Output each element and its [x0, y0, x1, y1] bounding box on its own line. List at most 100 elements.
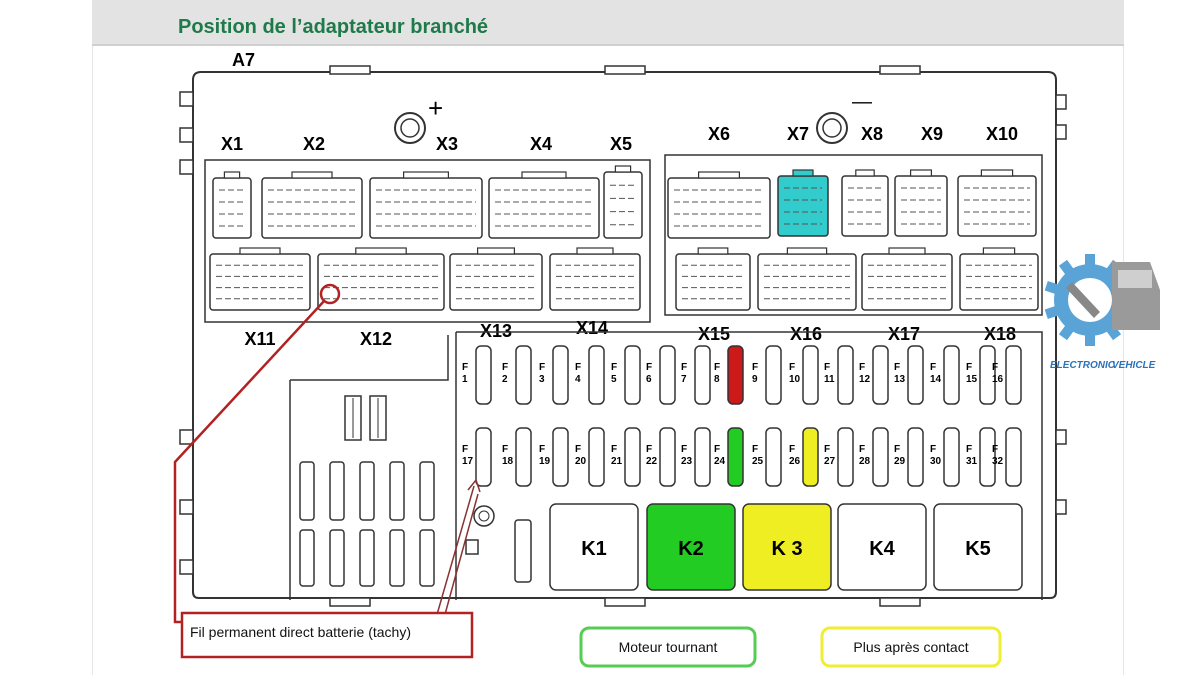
fuse-f28: F28 [859, 427, 889, 487]
fuse-prefix: F [966, 362, 972, 373]
legend-engine-box [579, 626, 757, 668]
fuse-number: 3 [539, 374, 545, 385]
connector-x9-latch [909, 169, 932, 177]
connector-x9 [894, 169, 948, 237]
connector-label-x1: X1 [221, 134, 243, 154]
fuse-number: 7 [681, 374, 687, 385]
side-notch [179, 127, 194, 143]
fuse-number: 4 [575, 374, 581, 385]
fuse-number: 10 [789, 374, 801, 385]
connector-x1-latch [223, 171, 241, 179]
vent-slot-lower [359, 529, 375, 587]
fuse-body [552, 427, 569, 487]
fuse-number: 11 [824, 374, 835, 385]
fuse-prefix: F [681, 444, 687, 455]
fuse-number: 5 [611, 374, 617, 385]
fuse-prefix: F [646, 444, 652, 455]
fuse-body [765, 427, 782, 487]
connector-x13-latch [477, 247, 516, 255]
fuse-body [943, 345, 960, 405]
vent-slot-upper [359, 461, 375, 521]
connector-x15-body [675, 253, 751, 311]
fuse-number: 19 [539, 456, 551, 467]
fuse-number: 27 [824, 456, 836, 467]
fuse-prefix: F [789, 444, 795, 455]
fuse-prefix: F [575, 444, 581, 455]
connector-x3-body [369, 177, 483, 239]
fuse-f19: F19 [539, 427, 569, 487]
connector-x16-body [757, 253, 857, 311]
connector-x12-body [317, 253, 445, 311]
connector-x7-latch [792, 169, 814, 177]
plus-terminal-inner [400, 118, 420, 138]
connector-x9-body [894, 175, 948, 237]
fuse-body [802, 345, 819, 405]
wrench-icon [1066, 282, 1100, 318]
connector-x2-body [261, 177, 363, 239]
annotation-line [173, 299, 326, 624]
connector-x6 [667, 171, 771, 239]
fuse-body [475, 427, 492, 487]
fuse-f13: F13 [894, 345, 924, 405]
connector-x15-latch [697, 247, 729, 255]
fuse-body [588, 427, 605, 487]
fuse-body [765, 345, 782, 405]
fuse-prefix: F [714, 362, 720, 373]
fuse-number: 30 [930, 456, 942, 467]
fuse-prefix: F [681, 362, 687, 373]
fuse-f2: F2 [502, 345, 532, 405]
vent-slot-upper [419, 461, 435, 521]
fuse-body [727, 345, 744, 405]
connector-x6-latch [697, 171, 740, 179]
annotation-circle [319, 283, 341, 305]
connector-label-x10: X10 [986, 124, 1018, 144]
side-notch [179, 429, 194, 445]
fuse-number: 26 [789, 456, 801, 467]
fuse-prefix: F [859, 444, 865, 455]
housing-tab [604, 597, 646, 607]
right-margin [1124, 0, 1200, 675]
connector-x14-latch [576, 247, 614, 255]
connector-label-x6: X6 [708, 124, 730, 144]
fuse-number: 32 [992, 456, 1004, 467]
fuse-f30: F30 [930, 427, 960, 487]
fuse-body [624, 345, 641, 405]
side-notch [1055, 124, 1067, 140]
fuse-body [475, 345, 492, 405]
connector-x2-latch [291, 171, 333, 179]
connector-label-x4: X4 [530, 134, 552, 154]
side-notch [1055, 94, 1067, 110]
connector-label-x16: X16 [790, 324, 822, 344]
fuse-prefix: F [752, 444, 758, 455]
connector-x15 [675, 247, 751, 311]
fuse-f23: F23 [681, 427, 711, 487]
fuse-number: 22 [646, 456, 658, 467]
fuse-f4: F4 [575, 345, 605, 405]
housing-tab [879, 597, 921, 607]
fuse-prefix: F [789, 362, 795, 373]
relay-k3 [742, 503, 832, 591]
vent-slot-upper [389, 461, 405, 521]
fuse-f11: F11 [824, 345, 854, 405]
fuse-body [694, 345, 711, 405]
fuse-f26: F26 [789, 427, 819, 487]
arrow-line-a [435, 485, 475, 619]
connector-x18-body [959, 253, 1039, 311]
fuse-number: 9 [752, 374, 758, 385]
legend-battery-box [180, 611, 474, 659]
connector-label-x8: X8 [861, 124, 883, 144]
fuse-body [837, 427, 854, 487]
fuse-body [515, 345, 532, 405]
side-notch [179, 559, 194, 575]
car-window [1118, 270, 1152, 288]
side-notch [1055, 499, 1067, 515]
small-screw-inner [478, 510, 490, 522]
fuse-f32: F32 [992, 427, 1022, 487]
fuse-f25: F25 [752, 427, 782, 487]
relay-k1 [549, 503, 639, 591]
fuse-f15: F15 [966, 345, 996, 405]
fuse-body [659, 427, 676, 487]
connector-group-left [204, 159, 651, 323]
fuse-f16: F16 [992, 345, 1022, 405]
vent-slot-upper [299, 461, 315, 521]
